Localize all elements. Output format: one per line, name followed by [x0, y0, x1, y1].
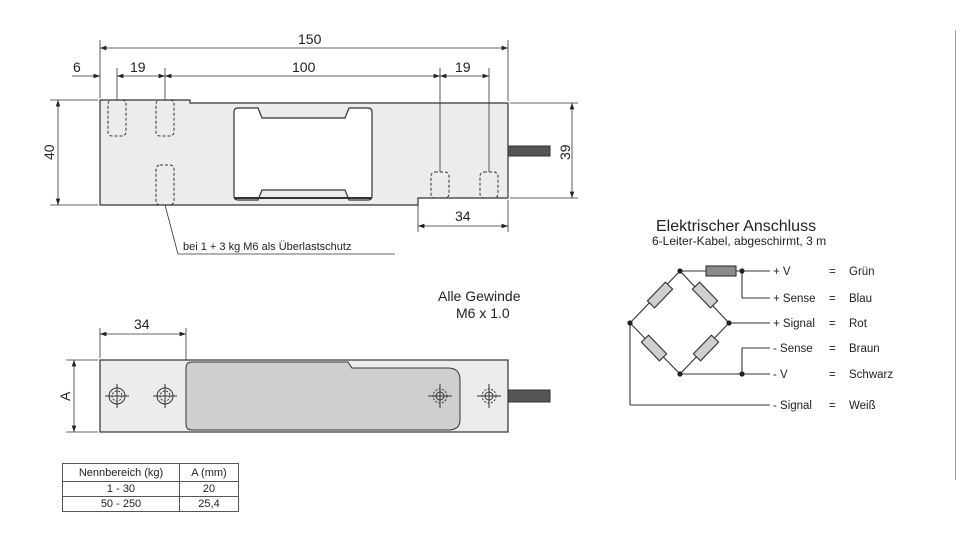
dim-label-34-top: 34 — [455, 208, 471, 224]
table-header-row: Nennbereich (kg) A (mm) — [62, 463, 239, 482]
dim-label-150: 150 — [298, 31, 322, 47]
overload-leader: bei 1 + 3 kg M6 als Überlastschutz — [164, 204, 395, 255]
table-cell: 50 - 250 — [62, 496, 180, 512]
electrical-section: Elektrischer Anschluss 6-Leiter-Kabel, a… — [627, 218, 893, 412]
dim-A: A — [57, 359, 98, 433]
page-edge-divider — [955, 30, 956, 480]
cable — [507, 145, 551, 157]
bottom-view: 34 A — [57, 316, 551, 433]
dim-row-2: 6 19 100 19 — [72, 59, 490, 172]
wire-signal: + V — [773, 266, 791, 278]
wire-eq: = — [829, 400, 836, 412]
wire-eq: = — [829, 343, 836, 355]
capacity-table: Nennbereich (kg) A (mm) 1 - 30 20 50 - 2… — [62, 463, 239, 512]
dim-label-A: A — [57, 391, 73, 401]
dim-label-19-left: 19 — [130, 59, 146, 75]
dim-label-40: 40 — [41, 144, 57, 160]
wire-signal: - V — [773, 369, 788, 381]
dim-39: 39 — [510, 102, 578, 199]
dim-label-6: 6 — [73, 59, 81, 75]
table-header: A (mm) — [179, 463, 239, 482]
table-cell: 20 — [179, 481, 239, 497]
wire-color: Blau — [849, 293, 872, 305]
center-cutout — [233, 107, 373, 201]
dim-34-bottom: 34 — [99, 316, 187, 360]
wire-color: Schwarz — [849, 369, 893, 381]
thread-note-line2: M6 x 1.0 — [456, 305, 510, 321]
table-row: 1 - 30 20 — [62, 481, 239, 497]
wire-color: Weiß — [849, 400, 876, 412]
wire-eq: = — [829, 369, 836, 381]
top-view: 150 6 19 100 19 40 39 — [41, 31, 578, 255]
wire-color: Rot — [849, 318, 868, 330]
wire-signal: + Sense — [773, 293, 816, 305]
wire-color: Braun — [849, 343, 880, 355]
electrical-subtitle: 6-Leiter-Kabel, abgeschirmt, 3 m — [652, 234, 826, 248]
electrical-title: Elektrischer Anschluss — [656, 218, 816, 235]
wire-signal: - Sense — [773, 343, 813, 355]
table-cell: 25,4 — [179, 496, 239, 512]
bridge-nodes — [627, 268, 745, 377]
dim-40: 40 — [41, 99, 98, 206]
bottom-holes — [105, 384, 501, 408]
table-cell: 1 - 30 — [62, 481, 180, 497]
table-row: 50 - 250 25,4 — [62, 496, 239, 512]
dim-label-34-bottom: 34 — [134, 316, 150, 332]
dim-label-19-right: 19 — [455, 59, 471, 75]
dim-34-top: 34 — [417, 200, 509, 232]
wire-list: + V = Grün + Sense = Blau + Signal = Rot… — [773, 266, 893, 412]
wire-signal: + Signal — [773, 318, 815, 330]
wire-color: Grün — [849, 266, 875, 278]
dim-label-39: 39 — [557, 144, 573, 160]
wire-eq: = — [829, 318, 836, 330]
bottom-cable — [507, 389, 551, 403]
bottom-recess — [185, 361, 461, 431]
overload-note: bei 1 + 3 kg M6 als Überlastschutz — [183, 241, 351, 253]
bridge-diagram — [629, 265, 770, 406]
dim-label-100: 100 — [292, 59, 316, 75]
wire-eq: = — [829, 293, 836, 305]
thread-note-line1: Alle Gewinde — [438, 288, 521, 304]
dim-150: 150 — [99, 31, 509, 101]
wire-eq: = — [829, 266, 836, 278]
wire-signal: - Signal — [773, 400, 812, 412]
table-header: Nennbereich (kg) — [62, 463, 180, 482]
